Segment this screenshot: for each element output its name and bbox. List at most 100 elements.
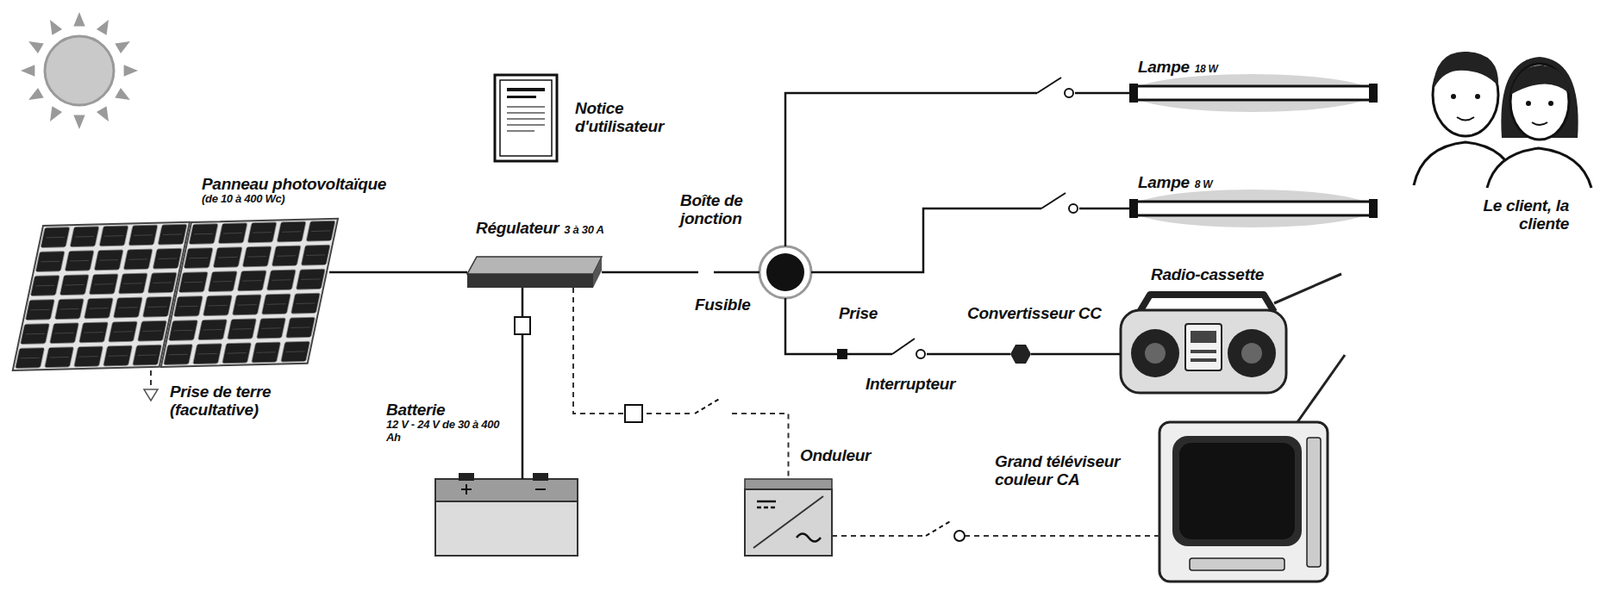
regulator-node: Régulateur3 à 30 A — [467, 256, 602, 288]
television-part — [1179, 443, 1295, 540]
lamp-switch-part — [1068, 204, 1078, 213]
sun-icon-part — [20, 64, 35, 76]
label-group: Panneau photovoltaïque(de 10 à 400 Wc) — [201, 175, 387, 207]
television — [1159, 355, 1345, 582]
switch-symbol — [892, 338, 925, 359]
component-label: Batterie — [386, 400, 512, 419]
lamp-node: Lampe18 W — [1131, 86, 1376, 100]
user-manual-icon-part — [500, 80, 552, 157]
radio-cassette-part — [1190, 331, 1217, 344]
radio-cassette-part — [1241, 343, 1263, 364]
solar-panel-part-part — [12, 222, 190, 371]
user-manual-icon-part — [506, 112, 545, 114]
lamp-8w-part — [1368, 199, 1378, 219]
label-group: Lampe18 W — [1137, 57, 1219, 76]
component-label: Lampe — [1137, 57, 1190, 76]
radio-cassette-part — [1144, 343, 1166, 364]
regulator-box-part — [467, 274, 594, 288]
radio-cassette-part — [1227, 329, 1276, 378]
label-group: Boîte de jonction — [680, 191, 767, 229]
wire — [926, 353, 1011, 357]
junction-box-node: Boîte de jonction — [759, 246, 812, 299]
customer-faces-part — [1487, 148, 1592, 188]
solar-panel-part — [12, 222, 190, 371]
radio-cassette — [1120, 274, 1342, 394]
tv-switch-part — [954, 531, 965, 542]
sun-icon-part — [114, 41, 131, 54]
inverter-fuse — [625, 405, 643, 423]
battery-part — [435, 479, 578, 502]
label-group: Notice d'utilisateur — [575, 99, 696, 137]
tv-switch — [924, 520, 965, 542]
lamp-8w-part — [1131, 201, 1376, 216]
user-manual-icon-part — [506, 106, 545, 108]
television-part — [1297, 355, 1345, 423]
television-part — [1172, 436, 1302, 547]
component-label: Lampe — [1137, 173, 1190, 192]
inverter-part — [744, 489, 832, 557]
sun-icon-part — [44, 36, 114, 106]
customer-faces-part — [1450, 93, 1457, 100]
lamp-node: Lampe8 W — [1131, 201, 1376, 216]
dashed-wire — [150, 370, 152, 390]
converter-symbol-part — [1010, 344, 1032, 364]
wire — [785, 298, 838, 355]
socket-node: Prise — [837, 349, 848, 360]
inverter — [744, 479, 832, 557]
fuse-node: Fusible — [698, 264, 714, 281]
customer-faces-part — [1432, 51, 1499, 91]
battery-part — [465, 484, 468, 495]
inverter-node: Onduleur — [744, 479, 832, 557]
switch-symbol-part — [916, 350, 925, 359]
television-part — [1189, 558, 1285, 571]
user-manual-icon-part — [506, 124, 545, 126]
wire — [785, 93, 1132, 247]
component-label: Prise — [838, 304, 878, 323]
lamp-switch — [1037, 77, 1075, 98]
inverter-switch — [692, 398, 731, 419]
solar-panel-part — [161, 218, 338, 368]
customer-faces-part — [1456, 117, 1475, 121]
solar-panel-part-part — [161, 218, 338, 368]
component-label: Fusible — [694, 295, 750, 314]
socket-symbol — [837, 349, 848, 360]
user-manual-icon-part — [494, 75, 557, 162]
component-label: Prise de terre (facultative) — [169, 382, 300, 420]
dc-converter-node: Convertisseur CC — [1010, 343, 1032, 365]
radio-cassette-part — [1185, 324, 1222, 371]
user-manual-icon-part — [506, 118, 545, 120]
wire — [601, 271, 699, 275]
label-group: Radio-cassette — [1150, 265, 1264, 284]
component-label: Notice d'utilisateur — [575, 99, 696, 137]
label-group: Prise de terre (facultative) — [169, 382, 300, 420]
ground-symbol — [143, 389, 158, 401]
component-label: Interrupteur — [865, 375, 956, 394]
lamp-18w — [1129, 74, 1378, 113]
lamp-18w-part — [1131, 86, 1376, 100]
radio-cassette-part — [1190, 350, 1217, 354]
label-group: Grand téléviseur couleur CA — [994, 452, 1149, 490]
solar-panel-part-part — [161, 218, 338, 368]
component-label: Panneau photovoltaïque — [201, 175, 387, 194]
battery-fuse — [514, 317, 531, 335]
label-group: Interrupteur — [865, 375, 956, 394]
battery — [435, 473, 578, 557]
wire — [713, 271, 760, 275]
sun-icon-part — [73, 115, 85, 130]
tv-switch-part — [925, 520, 952, 537]
customer-faces — [1413, 51, 1592, 188]
component-spec: 8 W — [1194, 178, 1213, 191]
label-group: Lampe 8 W — [1137, 173, 1213, 192]
inverter-switch-part — [694, 398, 721, 414]
component-label: Régulateur — [475, 218, 559, 238]
component-spec: 12 V - 24 V de 30 à 400 Ah — [386, 418, 512, 444]
sun-icon-part — [96, 19, 109, 36]
user-manual-icon — [494, 75, 557, 162]
label-group: Prise — [838, 304, 878, 323]
radio-cassette-node: Radio-cassette — [1120, 295, 1287, 394]
lamp-18w-part — [1368, 83, 1378, 103]
